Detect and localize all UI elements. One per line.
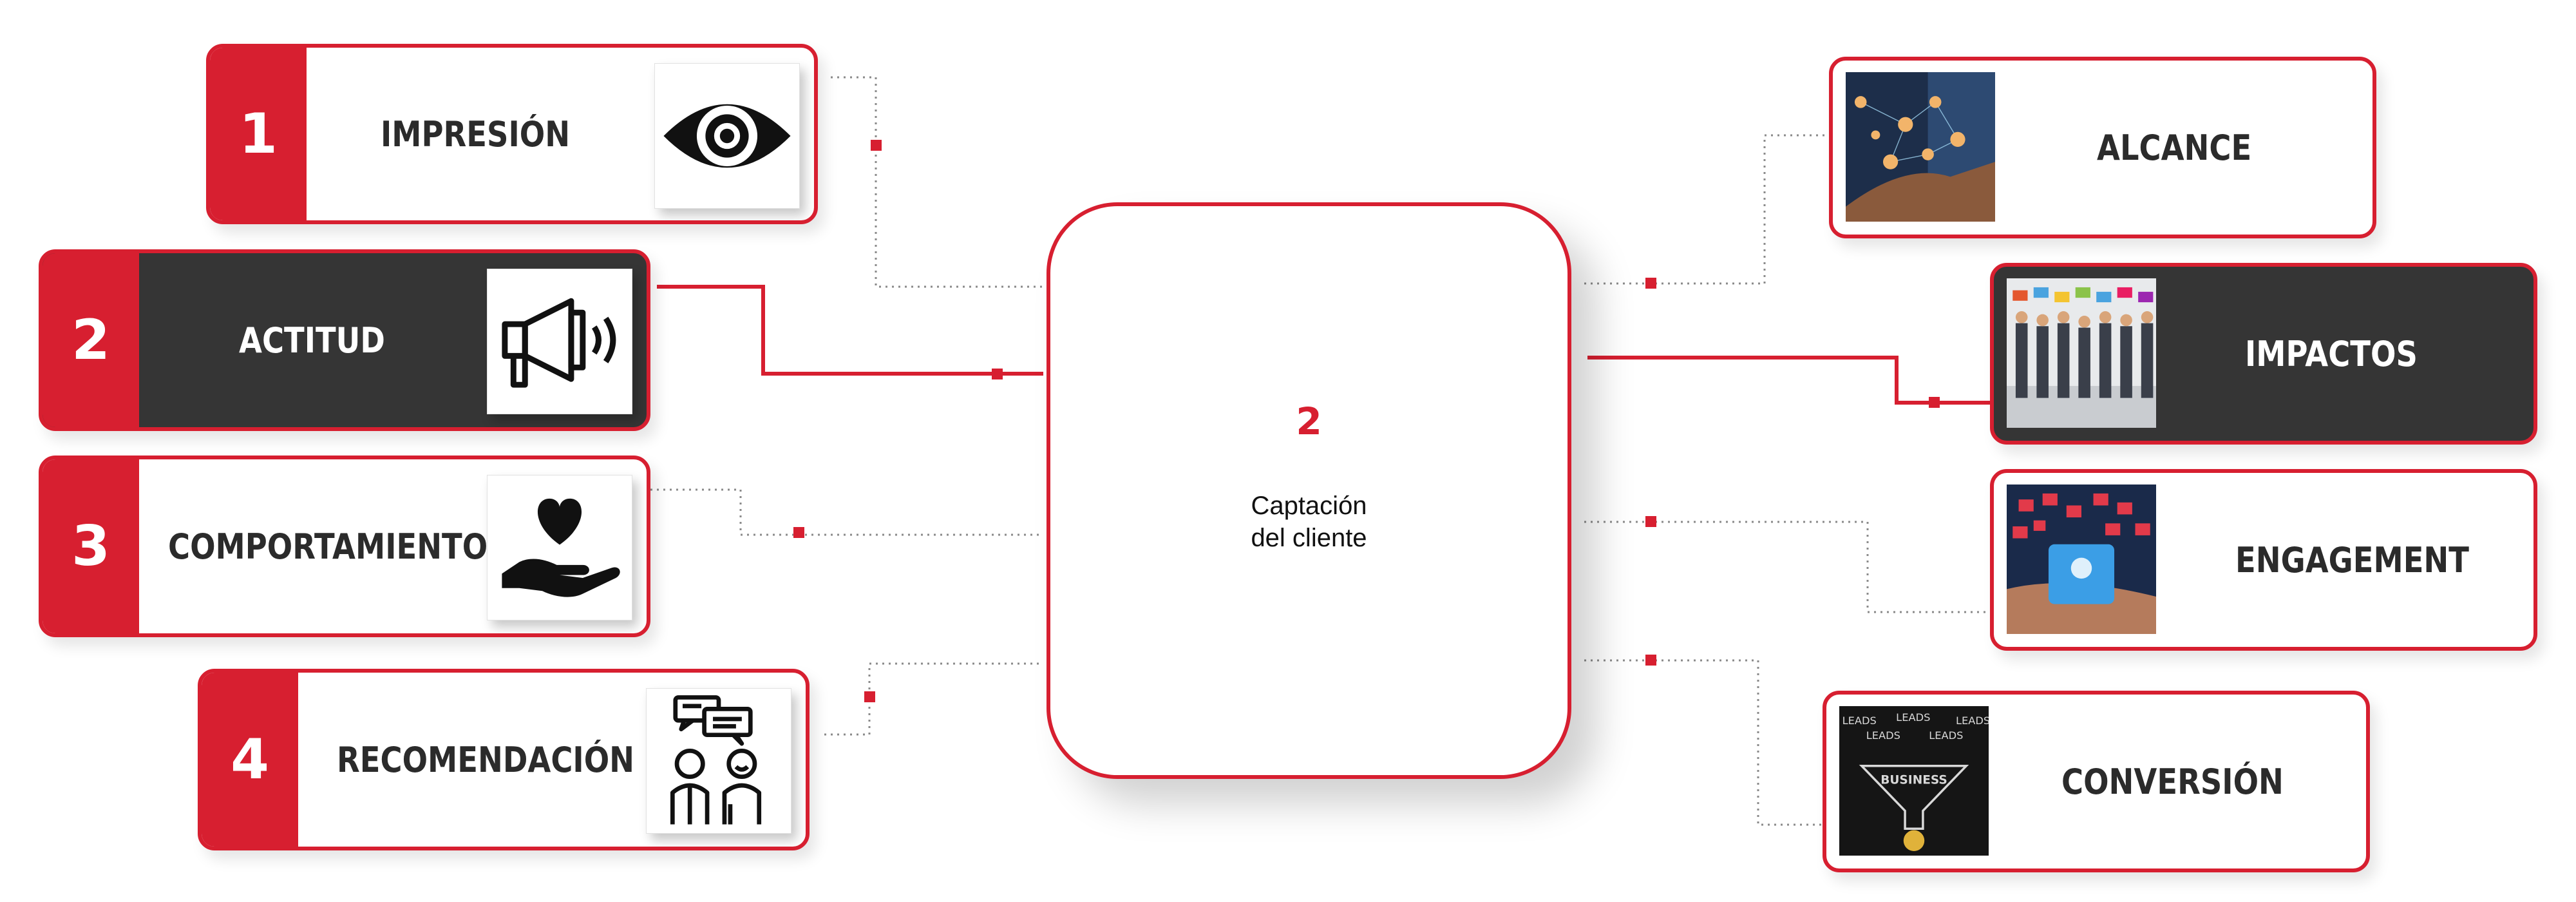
connector-dot-alcance — [1645, 278, 1656, 289]
connector-engagement — [1584, 521, 1990, 613]
people-speech-bubbles-photo — [2007, 278, 2156, 428]
card-number-3: 3 — [43, 459, 139, 633]
card-number-4: 4 — [202, 673, 298, 847]
card-engagement: ENGAGEMENT — [1990, 469, 2537, 651]
conversation-people-icon — [646, 688, 791, 834]
card-number-1: 1 — [210, 48, 307, 220]
connector-dot-engagement — [1645, 516, 1656, 527]
card-label-recomendacion: RECOMENDACIÓN — [337, 739, 635, 780]
center-text: Captación del cliente — [1251, 492, 1367, 552]
network-hands-photo — [1846, 72, 1995, 222]
leads-funnel-photo: LEADS LEADS LEADS LEADS LEADS BUSINESS — [1839, 706, 1989, 856]
connector-actitud — [657, 285, 1043, 376]
card-comportamiento: 3 COMPORTAMIENTO — [39, 456, 650, 637]
card-label-impresion: IMPRESIÓN — [381, 113, 571, 155]
connector-impresion — [831, 76, 1043, 288]
connector-dot-comportamiento — [793, 527, 804, 538]
card-label-alcance: ALCANCE — [2097, 127, 2252, 168]
card-impactos: IMPACTOS — [1990, 263, 2537, 445]
card-number-2: 2 — [43, 253, 139, 427]
connector-dot-recomendacion — [864, 691, 875, 702]
funnel-leads-5: LEADS — [1929, 729, 1963, 742]
connector-dot-impactos — [1929, 397, 1940, 408]
funnel-leads-4: LEADS — [1866, 729, 1900, 742]
card-impresion: 1 IMPRESIÓN — [206, 44, 818, 224]
funnel-leads-3: LEADS — [1956, 715, 1989, 727]
card-label-conversion: CONVERSIÓN — [2061, 761, 2284, 802]
center-number: 2 — [1296, 399, 1322, 443]
eye-icon — [654, 63, 800, 209]
card-alcance: ALCANCE — [1829, 57, 2376, 238]
connector-dot-actitud — [992, 369, 1003, 379]
funnel-leads-1: LEADS — [1842, 715, 1877, 727]
card-actitud: 2 ACTITUD — [39, 249, 650, 431]
card-label-impactos: IMPACTOS — [2245, 333, 2418, 374]
connector-impactos — [1587, 356, 1990, 405]
funnel-leads-2: LEADS — [1896, 711, 1930, 724]
connector-alcance — [1584, 134, 1829, 285]
connector-comportamiento — [650, 488, 1043, 536]
card-label-engagement: ENGAGEMENT — [2235, 539, 2469, 581]
card-label-actitud: ACTITUD — [239, 320, 385, 361]
funnel-business-text: BUSINESS — [1880, 774, 1947, 787]
connector-dot-conversion — [1645, 655, 1656, 666]
phone-hearts-photo — [2007, 485, 2156, 634]
heart-in-hand-icon — [487, 475, 632, 620]
card-recomendacion: 4 RECOMENDACIÓN — [198, 669, 810, 850]
card-conversion: LEADS LEADS LEADS LEADS LEADS BUSINESS C… — [1823, 691, 2370, 872]
connector-dot-impresion — [871, 140, 882, 151]
center-box: 2 Captación del cliente — [1046, 202, 1571, 779]
card-label-comportamiento: COMPORTAMIENTO — [168, 526, 488, 567]
megaphone-icon — [487, 269, 632, 414]
connector-conversion — [1584, 659, 1823, 826]
connector-recomendacion — [824, 662, 1043, 736]
